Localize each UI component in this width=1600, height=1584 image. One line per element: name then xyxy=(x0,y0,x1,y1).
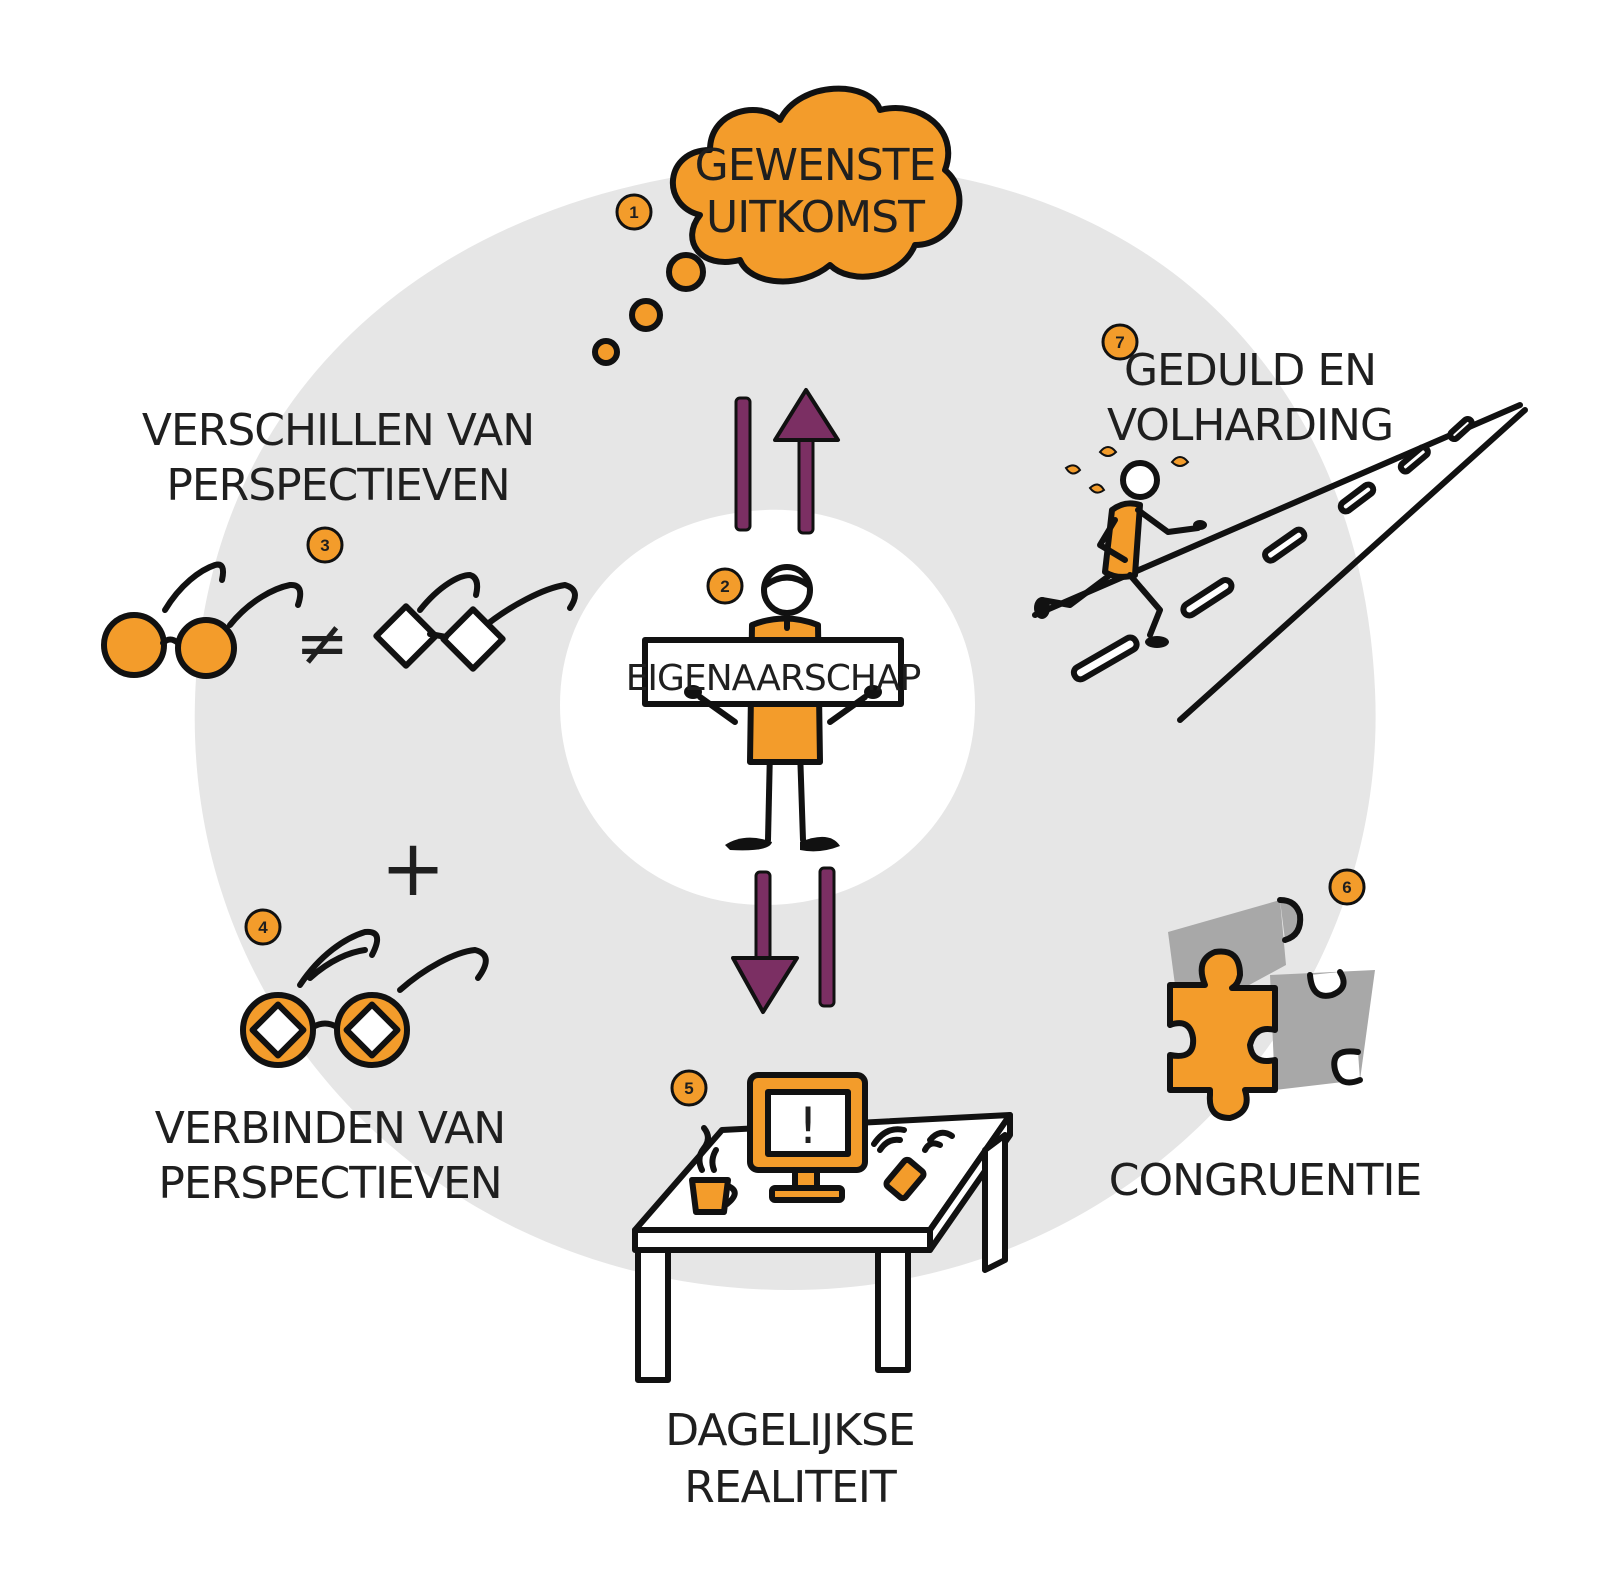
step-7-label-line1: GEDULD EN xyxy=(1124,345,1376,396)
svg-text:5: 5 xyxy=(684,1079,693,1098)
step-3-label-line2: PERSPECTIEVEN xyxy=(166,460,509,511)
step-7-number-badge: 7 xyxy=(1101,323,1139,361)
step-2-label: EIGENAARSCHAP xyxy=(626,658,921,699)
svg-text:1: 1 xyxy=(629,203,638,222)
arrow-up-down-icon xyxy=(731,866,836,1014)
arrow-down-up-icon xyxy=(734,388,840,535)
step-4-label-line1: VERBINDEN VAN xyxy=(155,1103,505,1154)
puzzle-pieces-icon xyxy=(1167,897,1375,1121)
square-white-glasses-icon xyxy=(373,572,578,672)
desk-with-computer-icon xyxy=(632,1072,1013,1383)
thought-cloud-icon xyxy=(592,85,963,366)
svg-text:2: 2 xyxy=(720,577,729,596)
step-1-label-line1: GEWENSTE xyxy=(695,140,936,191)
step-7-label-line2: VOLHARDING xyxy=(1107,400,1393,451)
svg-text:6: 6 xyxy=(1342,878,1351,897)
runner-on-road-icon xyxy=(1032,402,1528,723)
step-6-number-badge: 6 xyxy=(1328,868,1366,906)
svg-text:4: 4 xyxy=(258,918,268,937)
step-5-label-line2: REALITEIT xyxy=(684,1462,897,1513)
step-4-label-line2: PERSPECTIEVEN xyxy=(158,1158,501,1209)
step-4-number-badge: 4 xyxy=(244,908,282,946)
person-holding-sign-icon xyxy=(642,564,904,852)
round-orange-glasses-icon xyxy=(101,561,304,679)
step-5-number-badge: 5 xyxy=(670,1069,708,1107)
combined-glasses-icon xyxy=(240,928,489,1068)
svg-text:7: 7 xyxy=(1115,333,1124,352)
not-equal-sign: ≠ xyxy=(295,607,349,681)
background-ring xyxy=(194,164,1376,1290)
step-2-number-badge: 2 xyxy=(706,567,744,605)
step-1-label-line2: UITKOMST xyxy=(706,192,925,243)
step-1-number-badge: 1 xyxy=(615,193,653,231)
plus-sign: + xyxy=(380,824,445,914)
step-5-label-line1: DAGELIJKSE xyxy=(665,1405,914,1456)
step-6-label: CONGRUENTIE xyxy=(1109,1155,1422,1206)
alert-icon: ! xyxy=(798,1097,818,1155)
step-3-number-badge: 3 xyxy=(306,526,344,564)
svg-text:3: 3 xyxy=(320,536,329,555)
step-3-label-line1: VERSCHILLEN VAN xyxy=(142,405,534,456)
